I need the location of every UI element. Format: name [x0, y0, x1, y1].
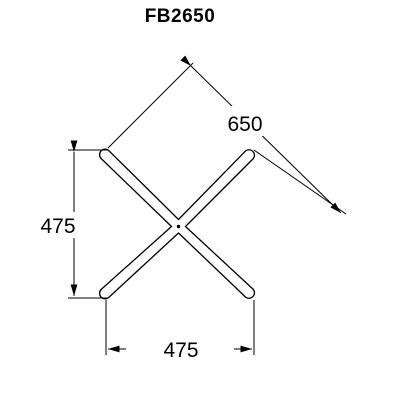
diagonal-dimension-label: 650 — [227, 113, 262, 136]
cross-base-outline — [98, 148, 256, 300]
width-dimension-label: 475 — [163, 339, 198, 362]
height-dimension-label: 475 — [40, 215, 75, 238]
diagonal-dimension-line — [180, 55, 342, 214]
diagonal-extension-line-top — [107, 62, 194, 149]
width-dimension: 475 — [105, 300, 255, 362]
center-hub-dot — [176, 224, 181, 229]
cross-base-shape — [98, 148, 256, 300]
product-code-title: FB2650 — [144, 6, 216, 27]
height-dimension: 475 — [32, 140, 108, 299]
diagonal-dimension: 650 — [107, 55, 347, 215]
